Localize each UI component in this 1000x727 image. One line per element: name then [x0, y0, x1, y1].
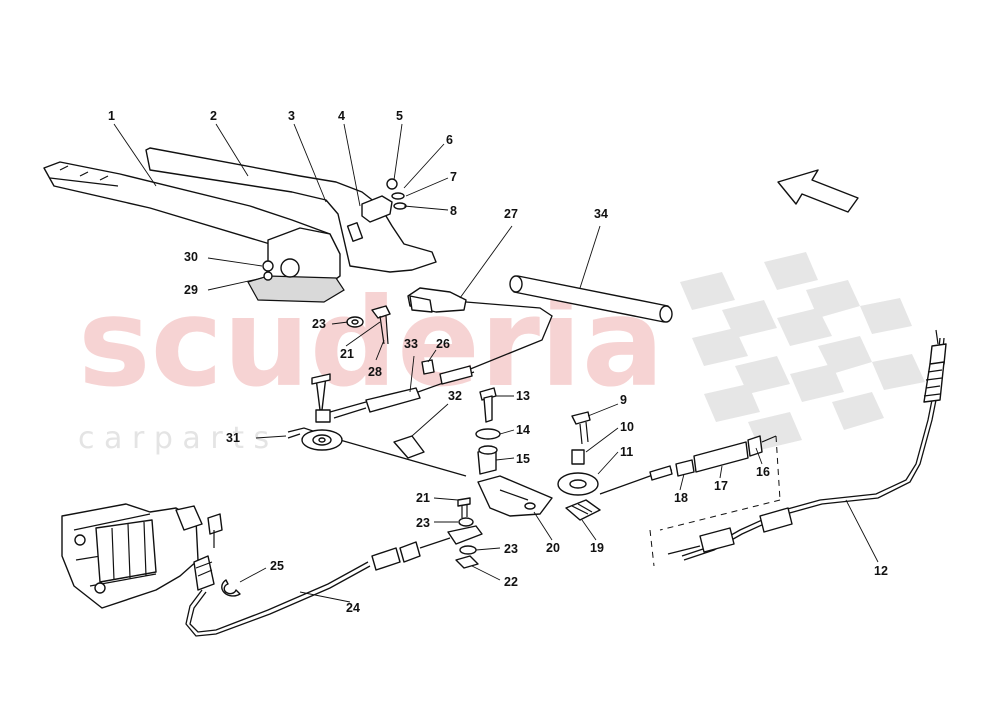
callout-4: 4 — [338, 109, 345, 123]
callout-24: 24 — [346, 601, 360, 615]
pulley-stack-9-10-11 — [557, 411, 599, 496]
cable-12 — [667, 329, 947, 561]
callout-17: 17 — [714, 479, 728, 493]
dashed-variant-outline — [649, 435, 781, 567]
checkered-flag-watermark — [680, 252, 925, 450]
callout-27: 27 — [504, 207, 518, 221]
callout-26: 26 — [436, 337, 450, 351]
callout-2: 2 — [210, 109, 217, 123]
callout-15: 15 — [516, 452, 530, 466]
callout-8: 8 — [450, 204, 457, 218]
callout-6: 6 — [446, 133, 453, 147]
callout-25: 25 — [270, 559, 284, 573]
callout-30: 30 — [184, 250, 198, 264]
callout-21-lower: 21 — [416, 491, 430, 505]
callout-23-middle: 23 — [416, 516, 430, 530]
callout-12: 12 — [874, 564, 888, 578]
bracket-20 — [477, 475, 553, 517]
callout-20: 20 — [546, 541, 560, 555]
callout-labels: 1 2 3 4 5 6 7 8 27 34 30 29 23 21 28 33 … — [108, 109, 888, 615]
sleeve-part-32 — [393, 435, 425, 459]
callout-7: 7 — [450, 170, 457, 184]
callout-10: 10 — [620, 420, 634, 434]
callout-18: 18 — [674, 491, 688, 505]
callout-23-lower: 23 — [504, 542, 518, 556]
bolt-stack-13-14-15 — [475, 387, 501, 475]
brake-caliper — [61, 503, 223, 609]
direction-arrow-icon — [777, 169, 859, 213]
callout-28: 28 — [368, 365, 382, 379]
callout-22: 22 — [504, 575, 518, 589]
cable-24 — [185, 537, 451, 637]
lower-small-parts — [447, 497, 483, 569]
watermark: scuderia c a r p a r t s — [78, 252, 925, 456]
adjuster-rod-33 — [311, 365, 475, 423]
handbrake-lever-assembly — [43, 147, 437, 303]
boot-19 — [565, 499, 601, 521]
cable-clevis-and-cable — [407, 287, 553, 375]
pulley-31-and-cable — [287, 427, 467, 477]
tube-part-34 — [509, 275, 673, 323]
small-parts-cluster — [346, 305, 435, 375]
callout-31: 31 — [226, 431, 240, 445]
callout-34: 34 — [594, 207, 608, 221]
callout-5: 5 — [396, 109, 403, 123]
callout-19: 19 — [590, 541, 604, 555]
callout-9: 9 — [620, 393, 627, 407]
cable-assembly-16-17-18 — [599, 435, 777, 495]
watermark-tagline: c a r p a r t s — [78, 421, 269, 456]
callout-21-upper: 21 — [340, 347, 354, 361]
callout-13: 13 — [516, 389, 530, 403]
callout-3: 3 — [288, 109, 295, 123]
leader-lines — [113, 123, 879, 603]
callout-23-upper: 23 — [312, 317, 326, 331]
callout-33: 33 — [404, 337, 418, 351]
callout-14: 14 — [516, 423, 530, 437]
callout-32: 32 — [448, 389, 462, 403]
callout-1: 1 — [108, 109, 115, 123]
callout-11: 11 — [620, 445, 633, 459]
callout-16: 16 — [756, 465, 770, 479]
callout-29: 29 — [184, 283, 198, 297]
clip-25 — [221, 579, 241, 597]
